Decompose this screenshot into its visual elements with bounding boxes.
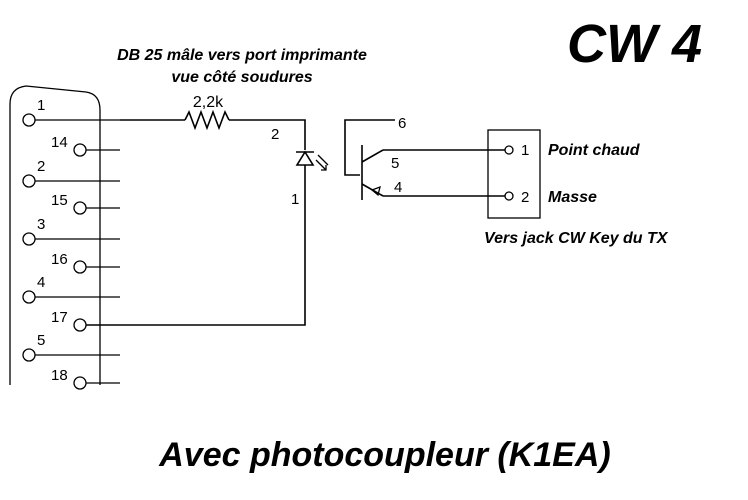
led-arrow-1 (315, 159, 327, 171)
opto-pin-label-1: 1 (291, 191, 299, 208)
opto-pin-label-4: 4 (394, 179, 402, 196)
jack-pin1-circle (504, 145, 514, 155)
pin-label-3: 3 (37, 216, 45, 233)
resistor-label: 2,2k (193, 94, 224, 111)
jack-pin2-number: 2 (521, 189, 529, 206)
pin-label-4: 4 (37, 274, 45, 291)
connector-caption-line2: vue côté soudures (171, 69, 312, 86)
pin-circle-1 (22, 113, 36, 127)
pin-circle-4 (22, 290, 36, 304)
pin-circle-14 (73, 143, 87, 157)
connector-caption-line1: DB 25 mâle vers port imprimante (117, 47, 367, 64)
led-arrow-2 (317, 154, 329, 166)
base-lead-pin6 (344, 119, 395, 176)
resistor-2k2 (184, 109, 230, 131)
pin-circle-3 (22, 232, 36, 246)
transistor-collector (361, 149, 384, 163)
pin-circle-2 (22, 174, 36, 188)
optocoupler-led (295, 150, 329, 171)
pin-label-16: 16 (51, 251, 68, 268)
opto-pin-label-2: 2 (271, 126, 279, 143)
jack-caption: Vers jack CW Key du TX (484, 230, 669, 247)
pin-circle-16 (73, 260, 87, 274)
wire-led-to-pin17 (86, 165, 306, 326)
pin-row-bottom: 14 15 16 17 18 (51, 134, 120, 390)
led-arrow-1-head (321, 165, 327, 171)
optocoupler-phototransistor: 6 (344, 115, 406, 200)
pin-circle-18 (73, 376, 87, 390)
pin-row-top: 1 2 3 4 5 (22, 97, 120, 362)
pin-label-2: 2 (37, 158, 45, 175)
pin-label-17: 17 (51, 309, 68, 326)
jack-connector-box (487, 129, 541, 219)
pin-circle-15 (73, 201, 87, 215)
pin-label-5: 5 (37, 332, 45, 349)
led-triangle (295, 150, 315, 166)
footer-caption: Avec photocoupleur (K1EA) (158, 436, 610, 474)
opto-pin-label-5: 5 (391, 155, 399, 172)
wire-resistor-to-led (229, 119, 306, 150)
pin-label-1: 1 (37, 97, 45, 114)
pin-label-15: 15 (51, 192, 68, 209)
jack-pin2-circle (504, 191, 514, 201)
emitter-arrow (370, 185, 381, 197)
jack-pin1-number: 1 (521, 142, 529, 159)
pin-label-14: 14 (51, 134, 68, 151)
pin-label-18: 18 (51, 367, 68, 384)
pin-circle-5 (22, 348, 36, 362)
jack-pin2-label: Masse (548, 189, 597, 206)
jack-pin1-label: Point chaud (548, 142, 641, 159)
title: CW 4 (567, 14, 702, 74)
pin-circle-17 (73, 318, 87, 332)
opto-pin-label-6: 6 (398, 115, 406, 132)
db25-connector-shell (9, 85, 101, 385)
